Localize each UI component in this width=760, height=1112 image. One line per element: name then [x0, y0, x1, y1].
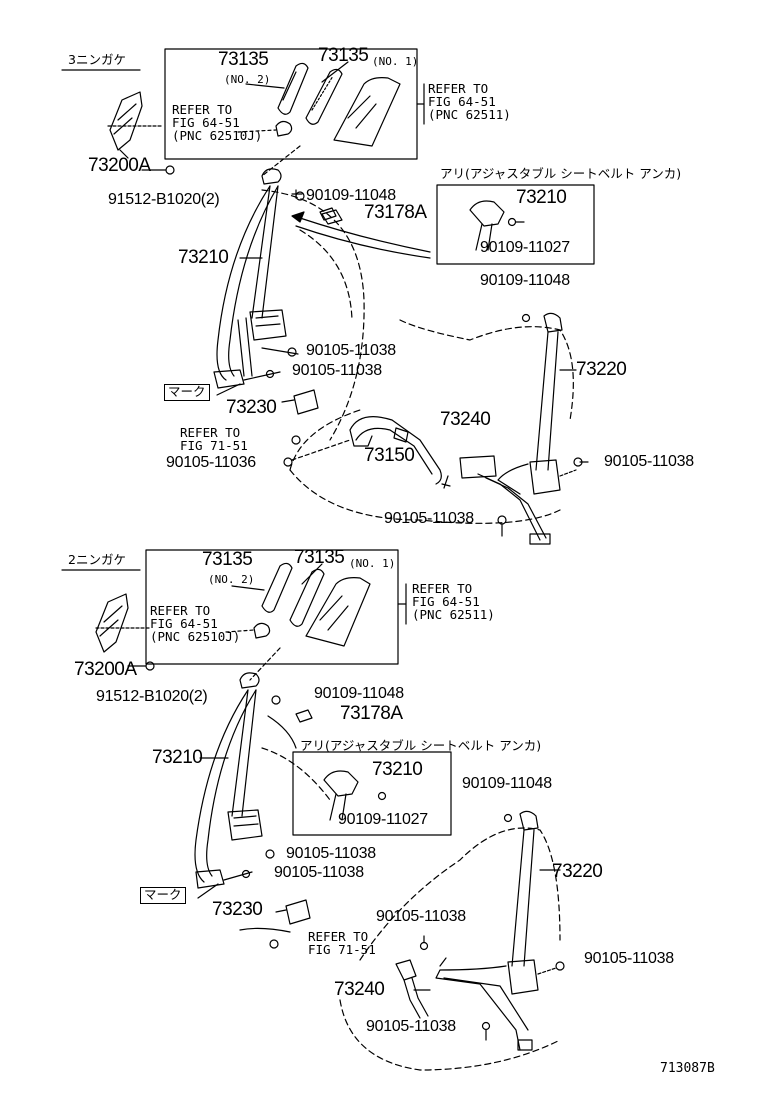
upper-part-90105-11038-b: 90105-11038 [292, 362, 382, 379]
upper-part-73200A: 73200A [88, 155, 151, 176]
lower-part-73135-no1: 73135 [294, 547, 345, 568]
upper-part-73150: 73150 [364, 445, 415, 466]
lower-part-73200A: 73200A [74, 659, 137, 680]
lower-ref-fig-71-51: REFER TO FIG 71-51 [308, 929, 376, 958]
upper-part-73135-no1-note: (NO. 1) [372, 55, 419, 68]
lower-part-90105-11038-c: 90105-11038 [376, 908, 466, 925]
upper-part-73178A: 73178A [364, 202, 427, 223]
lower-ref-fig-64-51-left: REFER TO FIG 64-51 (PNC 62510J) [150, 603, 241, 645]
upper-ref-fig-64-51-left: REFER TO FIG 64-51 (PNC 62510J) [172, 102, 263, 144]
upper-ref-fig-71-51: REFER TO FIG 71-51 [180, 425, 248, 454]
lower-part-90109-11048-top: 90109-11048 [314, 685, 404, 702]
upper-part-73135-no1: 73135 [318, 45, 369, 66]
upper-part-90109-11027: 90109-11027 [480, 239, 570, 256]
lower-part-90105-11038-a: 90105-11038 [286, 845, 376, 862]
lower-part-73178A: 73178A [340, 703, 403, 724]
lower-ref-fig-64-51-right: REFER TO FIG 64-51 (PNC 62511) [412, 581, 495, 623]
lower-section-drawing [61, 549, 565, 1071]
lower-73210-box [292, 751, 452, 836]
lower-part-73135-no2-note: (NO. 2) [208, 573, 255, 586]
upper-section-drawing [61, 48, 595, 545]
lower-part-90105-11038-e: 90105-11038 [366, 1018, 456, 1035]
lower-part-73135-no1-note: (NO. 1) [349, 557, 396, 570]
lower-part-90109-11048-right: 90109-11048 [462, 775, 552, 792]
upper-header-3-seater: 3ニンガケ [68, 52, 126, 67]
upper-part-90109-11048-right: 90109-11048 [480, 272, 570, 289]
lower-part-73210: 73210 [152, 747, 203, 768]
upper-part-73220: 73220 [576, 359, 627, 380]
upper-part-91512: 91512-B1020(2) [108, 191, 220, 208]
upper-part-90109-11048-top: 90109-11048 [306, 187, 396, 204]
upper-part-90105-11036: 90105-11036 [166, 454, 256, 471]
upper-adjustable-anchor-note: アリ(アジャスタブル シートベルト アンカ) [440, 166, 682, 181]
figure-code: 713087B [660, 1061, 715, 1076]
upper-part-90105-11038-d: 90105-11038 [384, 510, 474, 527]
lower-part-90105-11038-b: 90105-11038 [274, 864, 364, 881]
lower-mark-label: マーク [140, 887, 186, 904]
lower-73135-box [145, 549, 399, 665]
upper-part-73135-no2: 73135 [218, 49, 269, 70]
upper-part-73230: 73230 [226, 397, 277, 418]
upper-part-90105-11038-a: 90105-11038 [306, 342, 396, 359]
upper-part-73135-no2-note: (NO. 2) [224, 73, 271, 86]
upper-part-73210: 73210 [178, 247, 229, 268]
lower-part-90105-11038-d: 90105-11038 [584, 950, 674, 967]
lower-part-73230: 73230 [212, 899, 263, 920]
upper-part-73240: 73240 [440, 409, 491, 430]
lower-header-2-seater: 2ニンガケ [68, 552, 126, 567]
lower-part-73240: 73240 [334, 979, 385, 1000]
lower-part-73135-no2: 73135 [202, 549, 253, 570]
upper-ref-fig-64-51-right: REFER TO FIG 64-51 (PNC 62511) [428, 81, 511, 123]
lower-part-90109-11027: 90109-11027 [338, 811, 428, 828]
lower-adjustable-anchor-note: アリ(アジャスタブル シートベルト アンカ) [300, 738, 542, 753]
upper-part-90105-11038-c: 90105-11038 [604, 453, 694, 470]
upper-73210-box [436, 184, 595, 265]
lower-part-73220: 73220 [552, 861, 603, 882]
upper-part-73210-box: 73210 [516, 187, 567, 208]
upper-mark-label: マーク [164, 384, 210, 401]
lower-part-73210-box: 73210 [372, 759, 423, 780]
lower-part-91512: 91512-B1020(2) [96, 688, 208, 705]
